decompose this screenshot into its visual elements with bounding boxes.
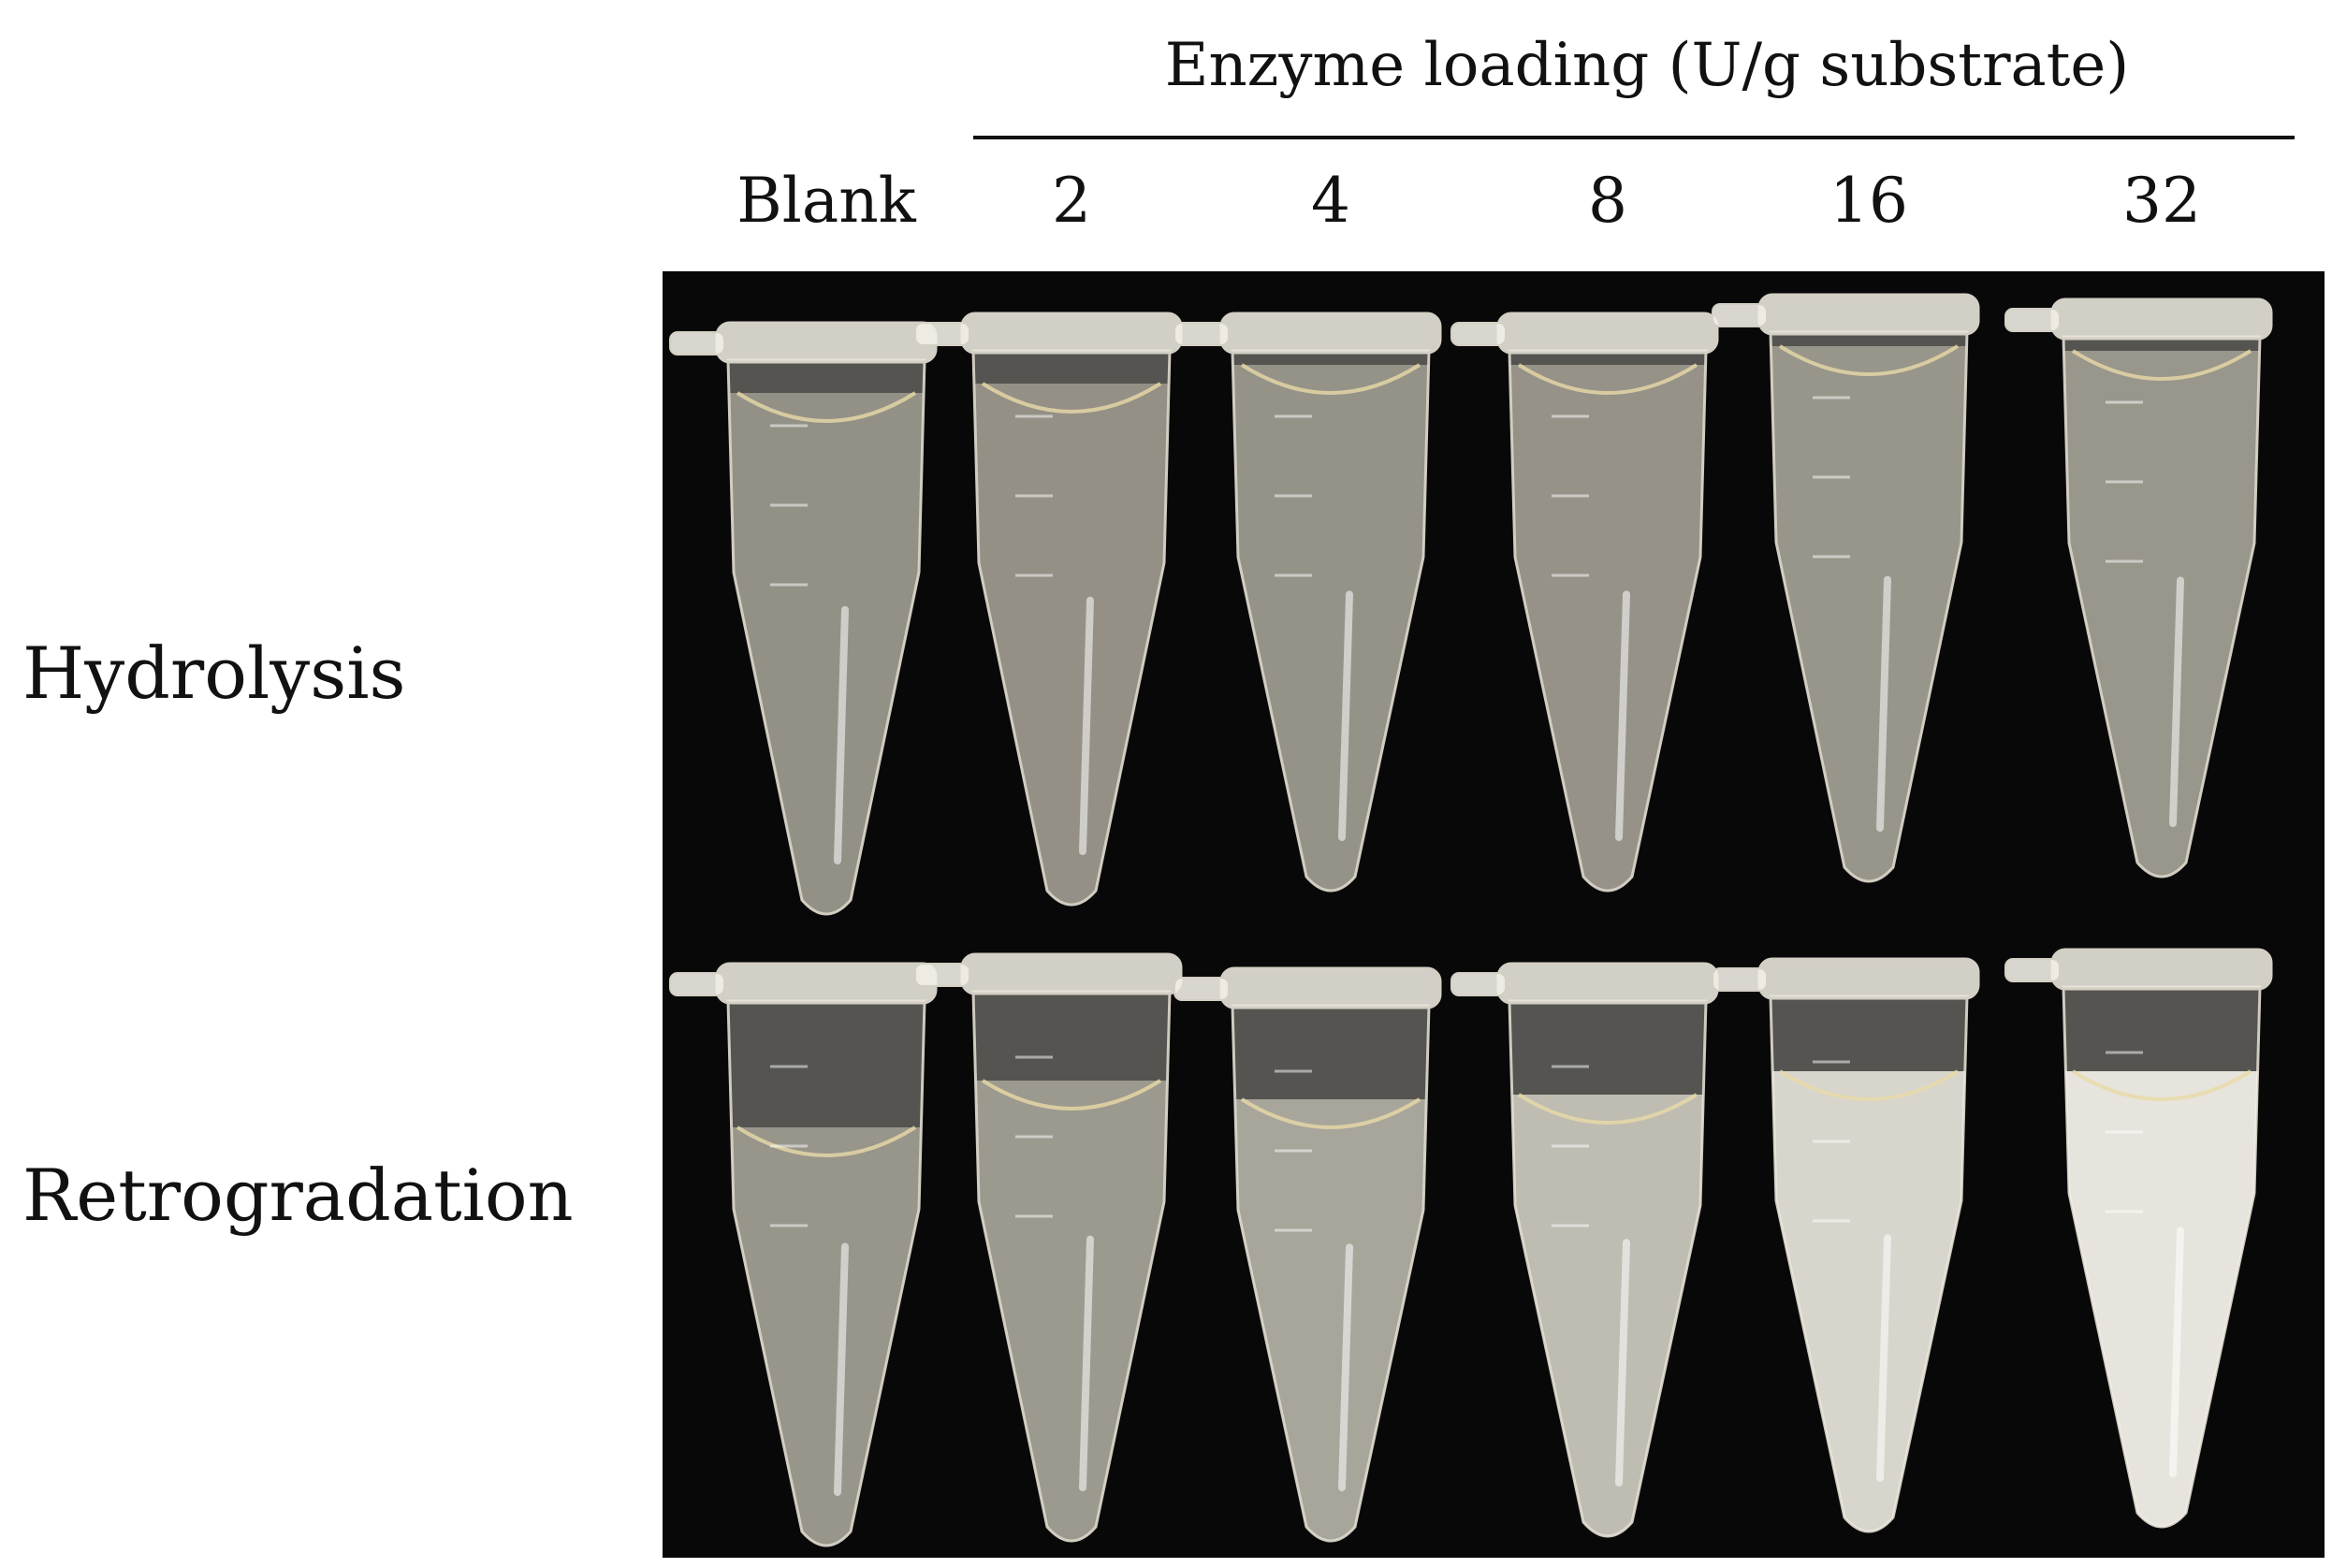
column-label-blank: Blank	[736, 165, 916, 237]
tube-cap-tab	[669, 331, 725, 356]
tube-body	[1231, 349, 1431, 893]
header-rule	[973, 136, 2295, 139]
column-label-16: 16	[1829, 165, 1908, 237]
tube-highlight	[1079, 1235, 1094, 1491]
row-label-hydrolysis: Hydrolysis	[22, 632, 406, 715]
hydrolysis-tube-3	[1450, 312, 1719, 893]
tube-cap-tab	[1712, 967, 1768, 992]
tube-meniscus	[736, 391, 917, 423]
retrogradation-tube-0	[669, 962, 938, 1547]
tube-meniscus	[981, 1079, 1162, 1111]
tube-highlight	[2169, 576, 2184, 827]
tube-cap-tab	[2004, 308, 2061, 332]
tube-cap	[1757, 957, 1980, 1000]
tube-cap-tab	[1173, 322, 1230, 346]
tube-highlight	[1338, 1243, 1353, 1491]
tube-cap	[2050, 298, 2273, 341]
tube-cap	[1757, 293, 1980, 336]
retrogradation-tube-5	[2004, 948, 2273, 1529]
tube-meniscus	[1240, 363, 1421, 395]
tube-highlight	[1876, 575, 1891, 832]
tube-highlight	[1615, 590, 1630, 841]
tube-cap-tab	[669, 972, 725, 996]
tube-cap-tab	[1450, 972, 1507, 996]
tube-cap	[960, 312, 1183, 355]
hydrolysis-tubes-svg	[669, 293, 2273, 916]
tube-highlight	[834, 605, 849, 864]
column-label-4: 4	[1311, 165, 1350, 237]
tube-cap	[1219, 966, 1442, 1009]
tube-meniscus	[2071, 349, 2252, 381]
tube-cap-tab	[1450, 322, 1507, 346]
tube-sample	[1771, 1071, 1967, 1532]
enzyme-loading-title: Enzyme loading (U/g substrate)	[1164, 31, 2130, 100]
tube-cap	[1496, 312, 1719, 355]
tube-cap	[1219, 312, 1442, 355]
tube-body	[1508, 349, 1708, 893]
hydrolysis-tube-5	[2004, 298, 2273, 878]
tube-sample	[2063, 1071, 2260, 1527]
retrogradation-tube-4	[1712, 957, 1980, 1533]
tube-highlight	[1079, 596, 1094, 855]
tube-highlight	[834, 1242, 849, 1496]
retrogradation-tube-3	[1450, 962, 1719, 1538]
retrogradation-tube-2	[1173, 966, 1442, 1543]
tube-cap	[715, 321, 938, 364]
hydrolysis-tube-1	[914, 312, 1183, 907]
hydrolysis-tube-photo	[663, 271, 2325, 931]
tube-highlight	[1615, 1239, 1630, 1487]
tube-meniscus	[1517, 363, 1698, 395]
tube-cap-tab	[914, 322, 970, 346]
column-label-8: 8	[1588, 165, 1627, 237]
tube-cap-tab	[914, 963, 970, 987]
tube-cap-tab	[1173, 977, 1230, 1001]
tube-highlight	[1338, 590, 1353, 841]
hydrolysis-tube-4	[1712, 293, 1980, 883]
hydrolysis-tube-0	[669, 321, 938, 916]
tube-cap-tab	[1712, 303, 1768, 327]
tube-meniscus	[1778, 1069, 1960, 1101]
column-label-2: 2	[1052, 165, 1091, 237]
column-label-32: 32	[2122, 165, 2201, 237]
tube-meniscus	[981, 382, 1162, 414]
tube-highlight	[1876, 1234, 1891, 1482]
tube-meniscus	[2071, 1069, 2252, 1101]
tube-meniscus	[1517, 1093, 1698, 1125]
tube-cap	[960, 952, 1183, 995]
tube-sample	[1771, 346, 1967, 881]
tube-sample	[973, 384, 1170, 905]
tube-cap	[1496, 962, 1719, 1005]
tube-meniscus	[736, 1125, 917, 1157]
hydrolysis-tube-2	[1173, 312, 1442, 893]
tube-cap-tab	[2004, 958, 2061, 982]
tube-body	[726, 358, 926, 916]
retrogradation-tube-1	[914, 952, 1183, 1543]
tube-body	[971, 349, 1172, 907]
tube-cap	[2050, 948, 2273, 991]
tube-sample	[973, 1081, 1170, 1541]
retrogradation-tubes-svg	[669, 948, 2273, 1547]
tube-highlight	[2169, 1227, 2184, 1477]
row-label-retrogradation: Retrogradation	[22, 1154, 574, 1237]
tube-meniscus	[1240, 1097, 1421, 1129]
tube-meniscus	[1778, 344, 1960, 376]
tube-sample	[1509, 1095, 1706, 1536]
tube-sample	[728, 1127, 925, 1546]
tube-sample	[1232, 1099, 1429, 1541]
retrogradation-tube-photo	[663, 931, 2325, 1558]
tube-cap	[715, 962, 938, 1005]
